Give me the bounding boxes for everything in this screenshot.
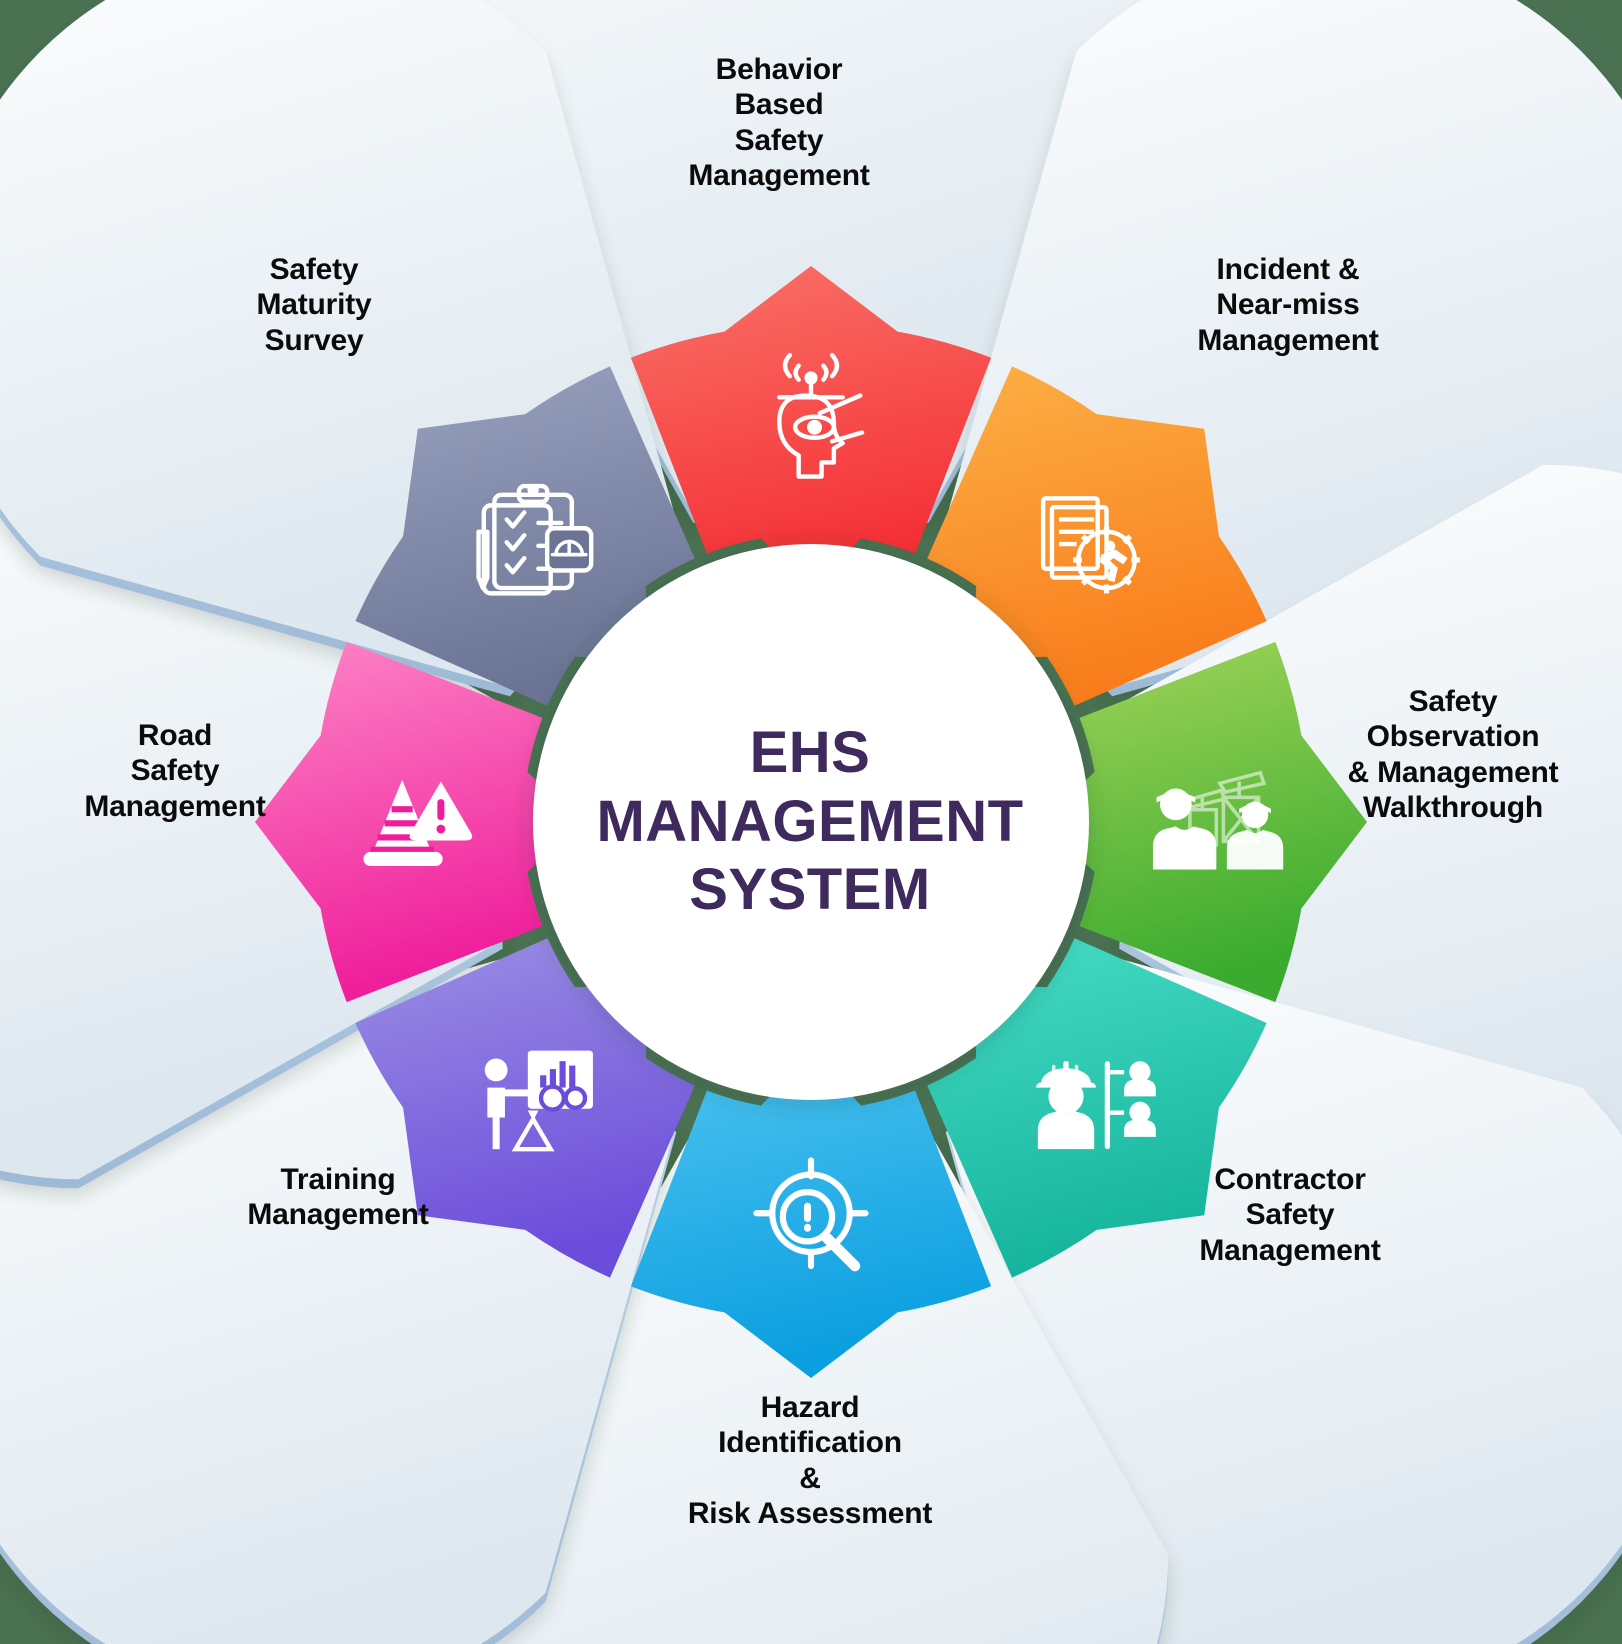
site-observation-icon (1152, 770, 1284, 870)
icon-layer (363, 352, 1284, 1272)
hazard-target-icon (753, 1157, 869, 1272)
center-circle (533, 544, 1089, 1100)
contractor-worker-icon (1036, 1061, 1156, 1150)
traffic-cone-warning-icon (363, 779, 473, 866)
arc-segment-contractor-safety-management[interactable] (927, 938, 1267, 1278)
arc-segment-safety-observation-management-walkthrough[interactable] (1041, 641, 1367, 1003)
head-awareness-icon (777, 352, 865, 479)
center-title: EHS MANAGEMENT SYSTEM (596, 720, 1024, 923)
arc-segment-training-management[interactable] (355, 938, 695, 1278)
checklist-clipboard-icon (476, 483, 594, 596)
training-presentation-icon (484, 1050, 593, 1152)
incident-report-gear-icon (1040, 496, 1140, 594)
